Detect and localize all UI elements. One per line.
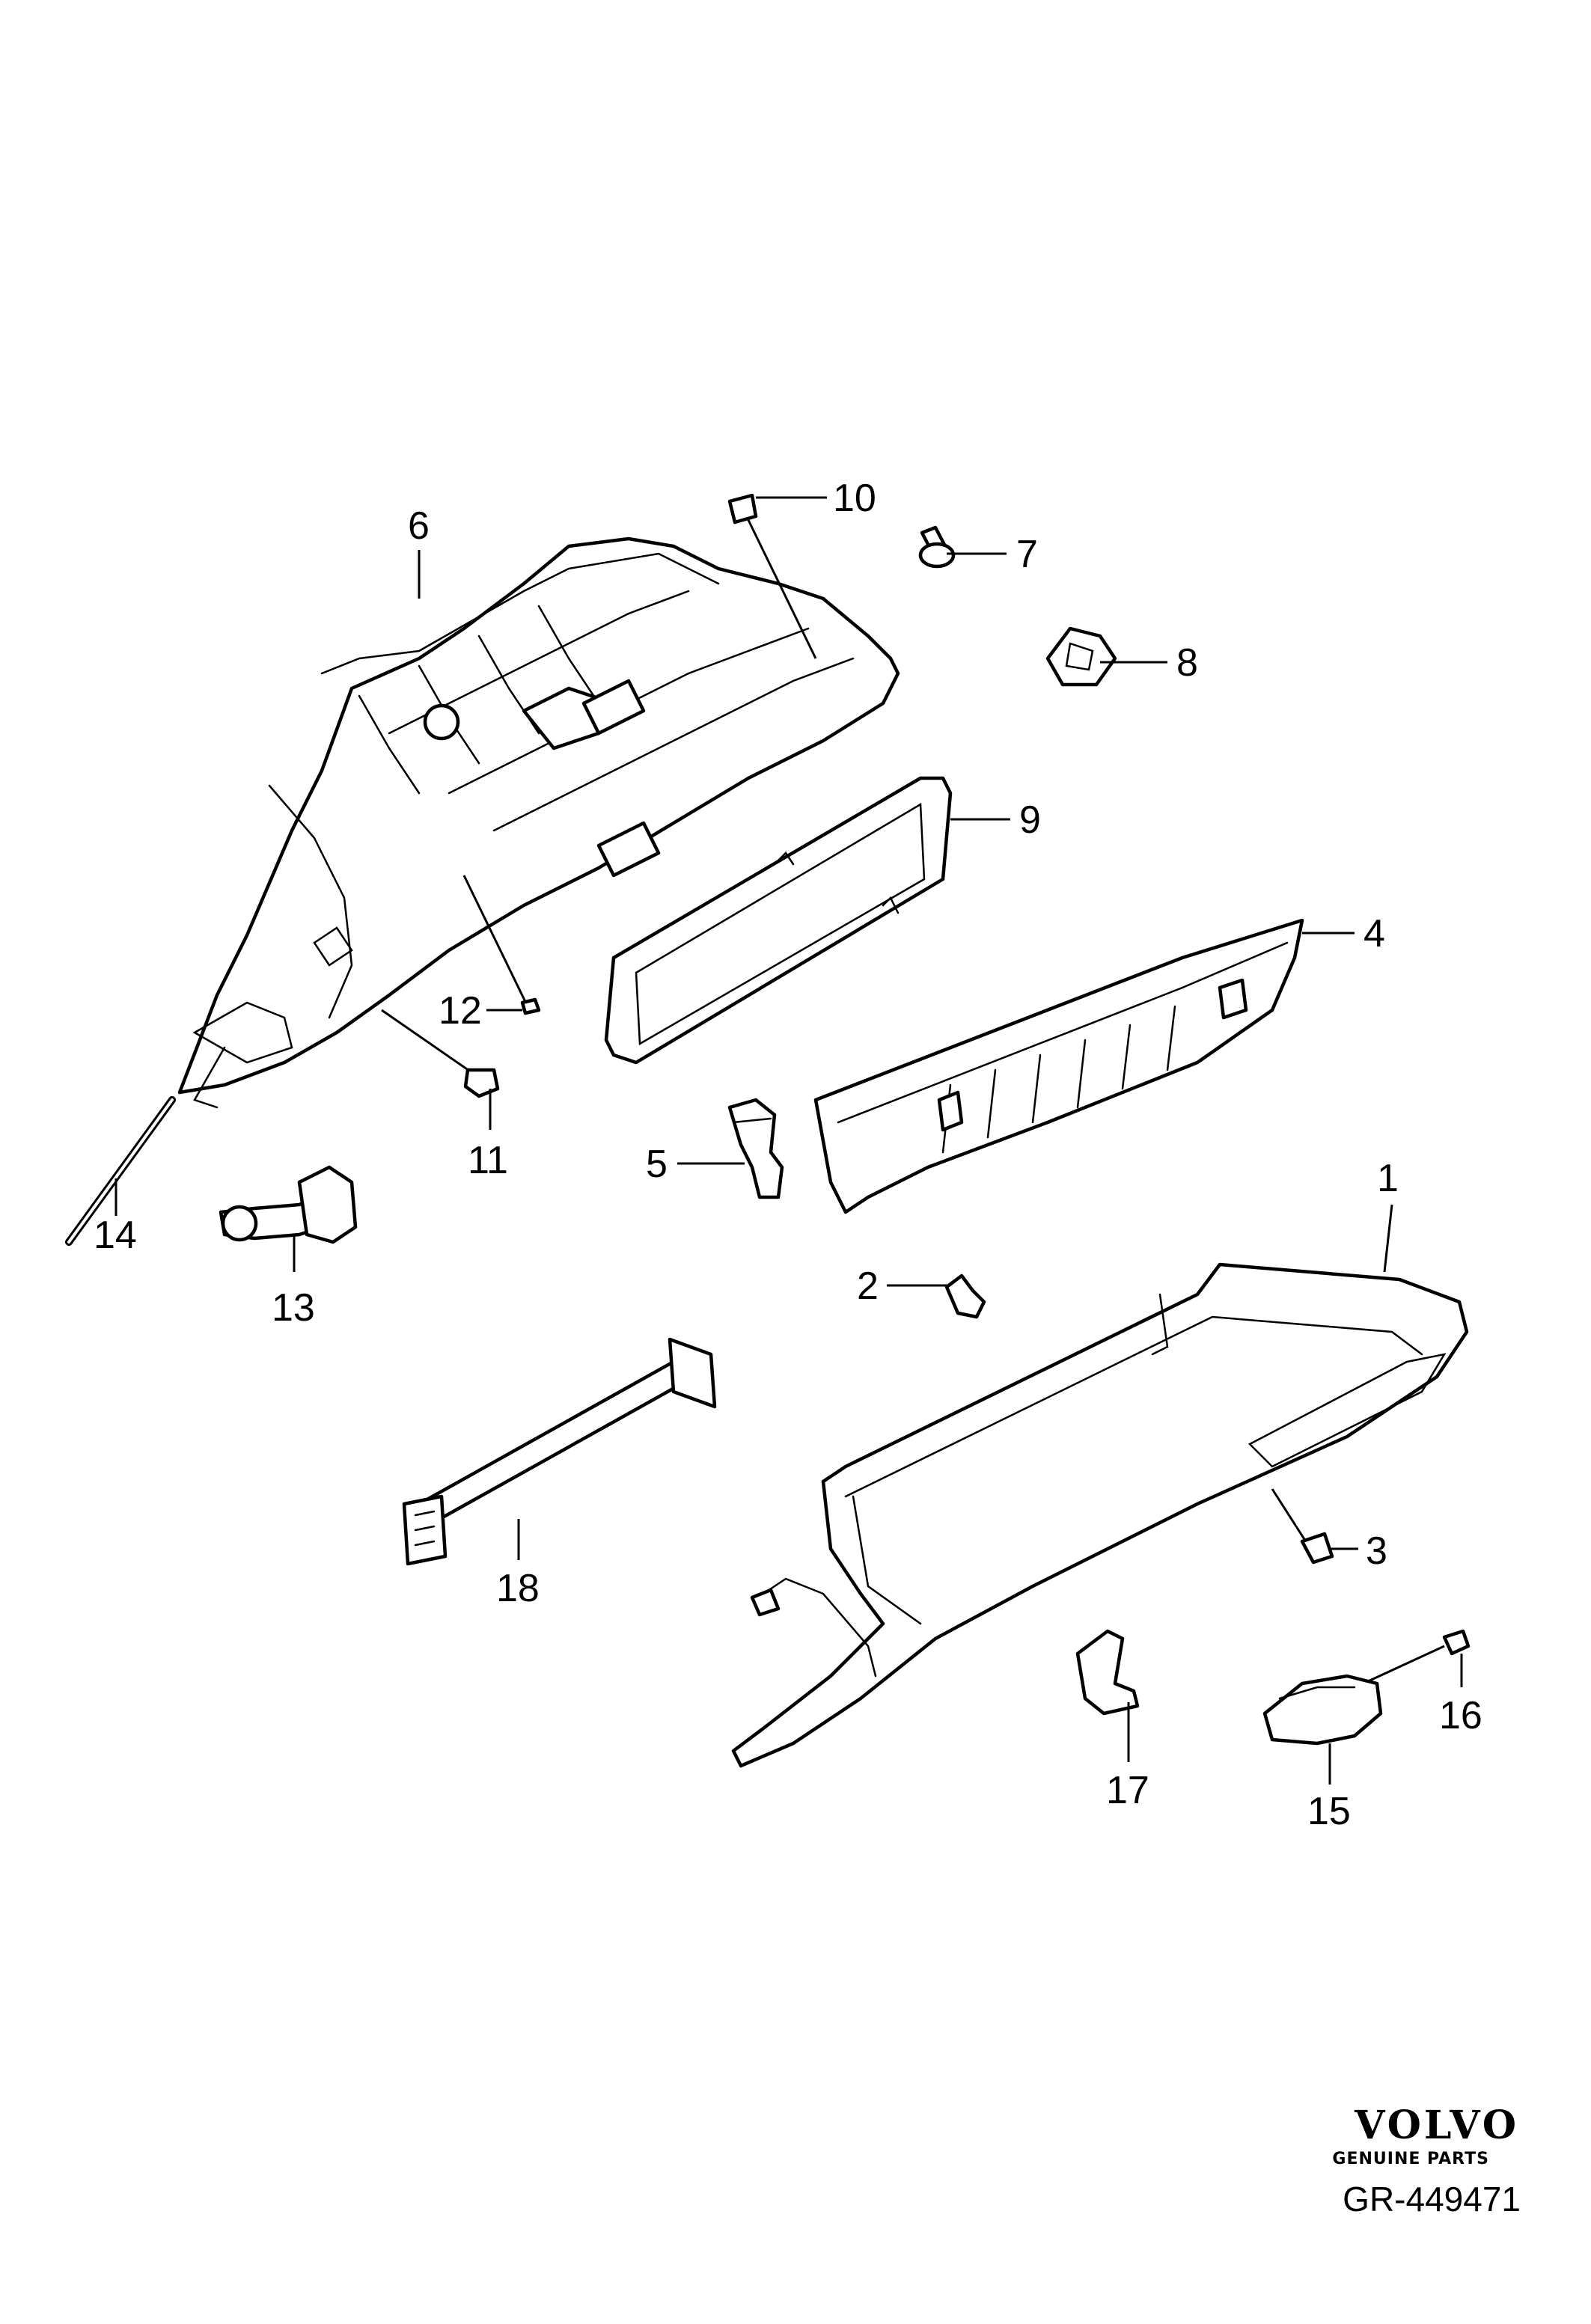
part-8-cap [1045,626,1117,687]
callout-18: 18 [496,1567,540,1610]
part-17-hinge-clip [1075,1629,1140,1716]
part-12-screw [462,875,541,1015]
callout-16: 16 [1439,1694,1482,1737]
part-4-tray [813,918,1304,1214]
brand-subtitle: GENUINE PARTS [1332,2150,1489,2168]
callout-12: 12 [439,989,482,1033]
part-13-switch [219,1165,358,1244]
part-18-strap [402,1337,717,1566]
part-9-seal-frame [604,776,953,1065]
callout-11: 11 [468,1139,508,1182]
part-16-screw [1346,1629,1471,1692]
part-10-clip [727,493,817,659]
callout-9: 9 [1019,798,1041,842]
callout-17: 17 [1106,1769,1149,1812]
callout-13: 13 [272,1286,315,1330]
callout-labels: 1 2 3 4 5 6 7 8 9 10 11 12 13 14 15 16 1… [94,477,1482,1833]
part-6-glovebox-housing [177,536,900,1109]
callout-6: 6 [408,504,430,548]
callout-4: 4 [1364,912,1385,955]
callout-8: 8 [1176,641,1198,685]
part-5-bracket [727,1098,784,1199]
part-2-clip [944,1273,986,1319]
part-14-rod [65,1096,176,1246]
callout-5: 5 [646,1143,668,1186]
part-7-push-pin [918,525,956,569]
diagram-reference-number: GR-449471 [1343,2180,1521,2218]
callout-10: 10 [833,477,876,520]
brand-wordmark: VOLVO [1354,2103,1519,2148]
part-1-glovebox-lid [731,1262,1469,1768]
brand-logo: VOLVO GENUINE PARTS [1332,2103,1519,2168]
callout-1: 1 [1377,1157,1399,1200]
callout-7: 7 [1016,533,1038,576]
callout-15: 15 [1307,1790,1351,1833]
part-3-screw [1271,1488,1334,1565]
callout-2: 2 [857,1265,879,1308]
callout-3: 3 [1366,1529,1387,1573]
leader-lines [114,496,1463,1785]
callout-14: 14 [94,1214,137,1257]
part-15-handle [1262,1674,1383,1746]
